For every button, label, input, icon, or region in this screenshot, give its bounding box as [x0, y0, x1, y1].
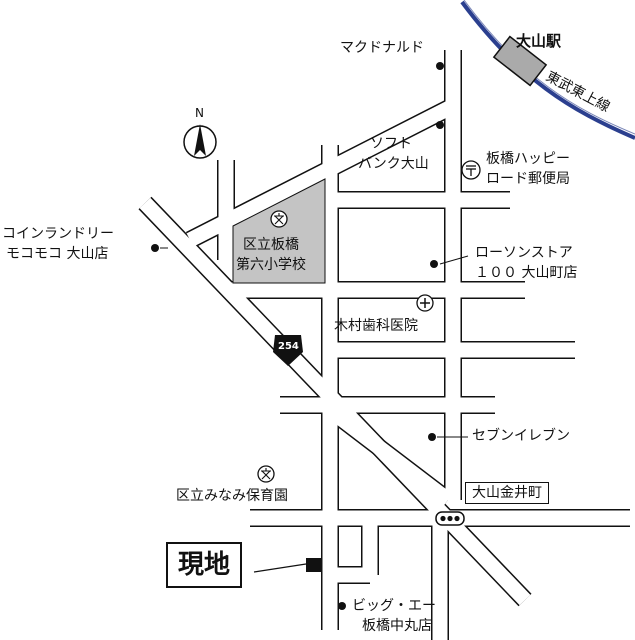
label-lawson-2: １００ 大山町店: [475, 265, 578, 281]
intersection-label: 大山金井町: [465, 482, 549, 504]
site-pointer: [253, 563, 307, 573]
route-number: 254: [278, 341, 299, 352]
label-dental: 木村歯科医院: [334, 318, 418, 334]
label-school-2: 第六小学校: [236, 257, 306, 273]
mcdonalds-marker: [436, 62, 444, 70]
label-bigA-1: ビッグ・エー: [352, 598, 436, 614]
school-block: [232, 178, 326, 284]
route-254-shield: [273, 335, 303, 366]
label-softbank-2: バンク大山: [358, 156, 429, 172]
label-lawson-1: ローソンストア: [475, 245, 573, 261]
station-building: [492, 35, 548, 87]
label-school-1: 区立板橋: [243, 237, 299, 253]
label-softbank-1: ソフト: [370, 136, 412, 152]
laundry-marker: [151, 244, 159, 252]
hospital-icon: [416, 294, 434, 312]
site-marker: [306, 558, 321, 572]
site-label: 現地: [166, 542, 243, 588]
label-post-1: 板橋ハッピー: [486, 151, 570, 167]
label-mcdonalds: マクドナルド: [340, 40, 424, 56]
label-bigA-2: 板橋中丸店: [362, 618, 432, 634]
lawson-marker: [430, 260, 438, 268]
label-laundry-2: モコモコ 大山店: [6, 246, 109, 262]
school-icon: [270, 210, 288, 228]
railway-line: [460, 0, 635, 140]
label-laundry-1: コインランドリー: [2, 226, 114, 242]
station-name: 大山駅: [516, 32, 562, 50]
label-seven: セブンイレブン: [472, 428, 570, 444]
post-office-icon: [461, 160, 481, 180]
nursery-icon: [257, 465, 275, 483]
seven-marker: [428, 433, 436, 441]
traffic-light-icon: [435, 511, 465, 526]
road-network: [138, 50, 630, 640]
bigA-marker: [338, 602, 346, 610]
label-post-2: ロード郵便局: [486, 171, 570, 187]
compass-north-label: N: [195, 106, 204, 120]
label-nursery: 区立みなみ保育園: [176, 488, 288, 504]
compass-icon: [183, 124, 217, 159]
softbank-marker: [436, 121, 444, 129]
